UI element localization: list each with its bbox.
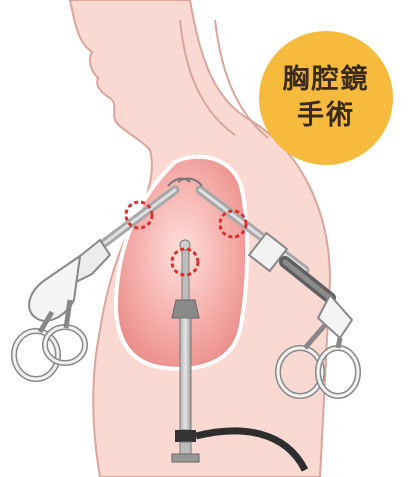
- badge-line-1: 胸腔鏡: [283, 62, 370, 98]
- procedure-badge: 胸腔鏡 手術: [259, 31, 393, 165]
- badge-line-2: 手術: [297, 98, 355, 134]
